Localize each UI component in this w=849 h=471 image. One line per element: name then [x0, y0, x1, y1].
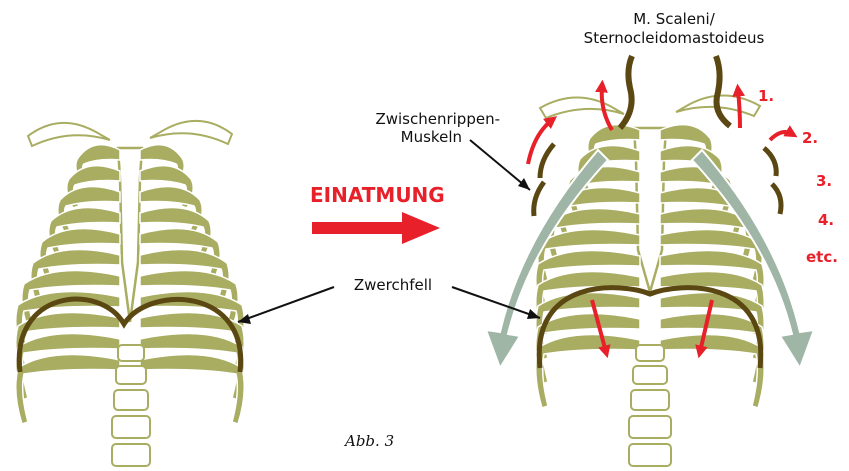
clavicles — [28, 121, 232, 146]
ribcage-resting — [16, 121, 245, 466]
scaleni-label-line2: Sternocleidomastoideus — [584, 29, 765, 47]
step-1: 1. — [758, 87, 774, 105]
ribcage-expanded — [486, 56, 814, 466]
big-red-arrow — [312, 212, 440, 244]
inhalation-heading: EINATMUNG — [310, 183, 445, 244]
spine — [629, 345, 671, 466]
rib — [16, 355, 120, 424]
diaphragm-label: Zwerchfell — [354, 276, 432, 294]
rib — [536, 335, 640, 408]
figure-caption: Abb. 3 — [343, 432, 394, 450]
step-etc: etc. — [806, 248, 838, 266]
intercostal-label-line2: Muskeln — [401, 128, 462, 146]
clavicles — [540, 95, 760, 118]
heading-text: EINATMUNG — [310, 183, 445, 207]
rib — [140, 355, 244, 424]
scaleni-label-line1: M. Scaleni/ — [633, 10, 716, 28]
intercostal-label-line1: Zwischenrippen- — [375, 110, 500, 128]
step-3: 3. — [816, 172, 832, 190]
scaleni-muscle-right — [716, 56, 730, 126]
diaphragm-pointer-right — [452, 287, 540, 318]
scaleni-muscle-left — [620, 56, 632, 128]
diaphragm-pointer-left — [238, 287, 334, 322]
step-2: 2. — [802, 129, 818, 147]
pointer-head — [518, 178, 530, 190]
rib — [660, 335, 764, 408]
step-4: 4. — [818, 211, 834, 229]
sternum — [118, 148, 142, 322]
